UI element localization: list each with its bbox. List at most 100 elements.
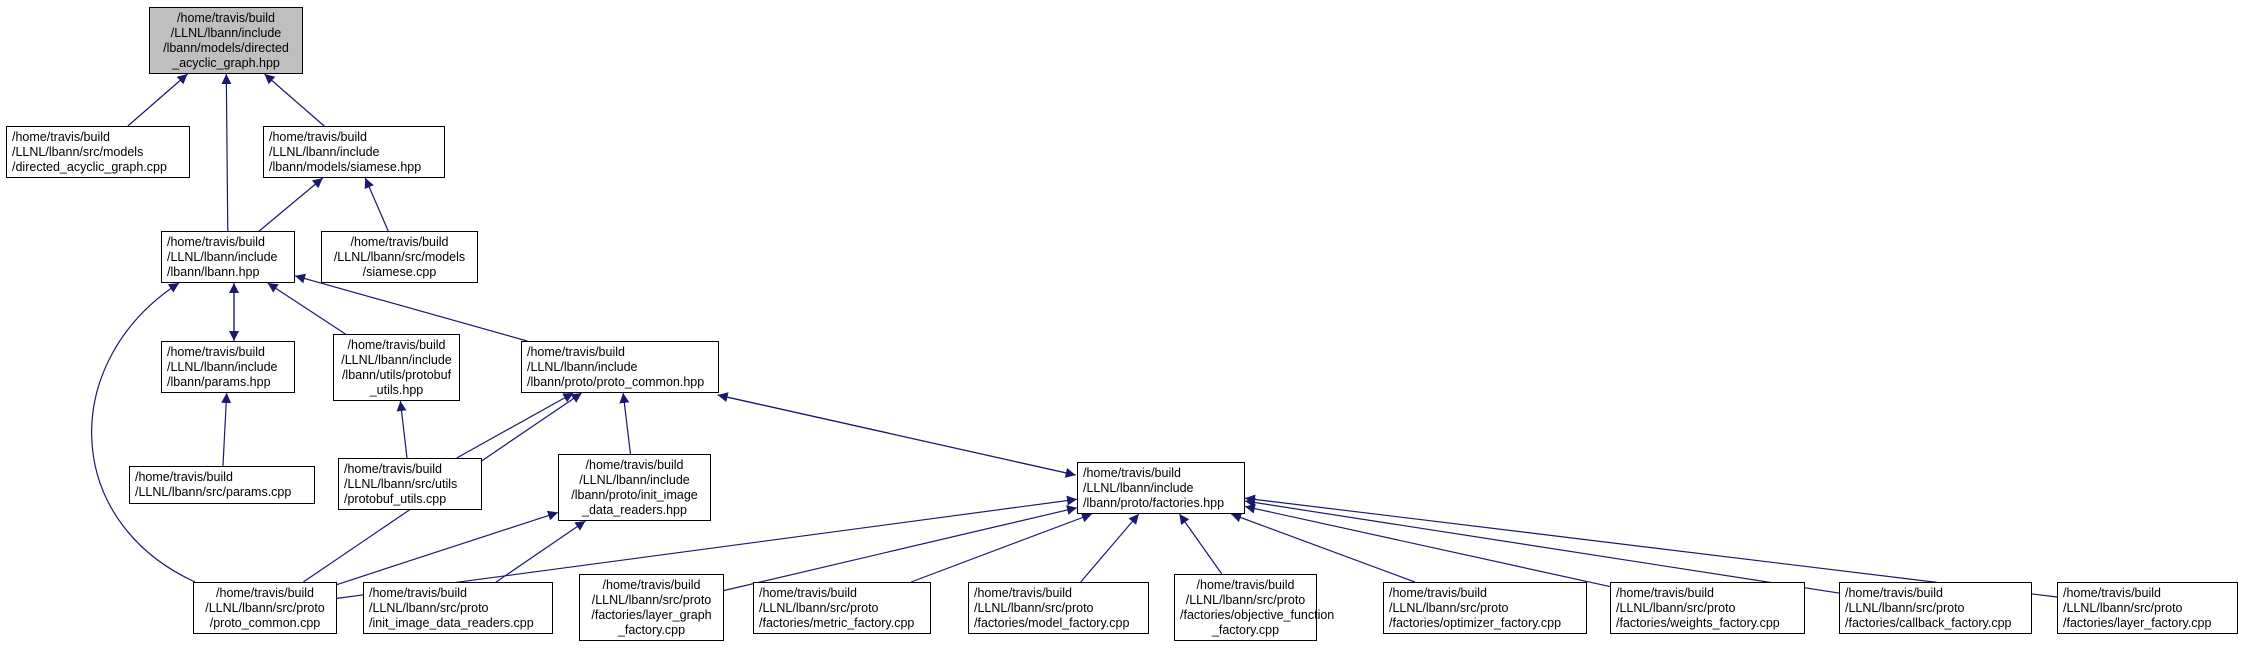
edge-objective-cpp-to-factories-hpp	[1178, 513, 1223, 575]
node-line: /siamese.cpp	[362, 265, 437, 279]
node-line: /home/travis/build	[1389, 586, 1487, 600]
node-line: /LLNL/lbann/src/proto	[1616, 601, 1736, 615]
node-params-cpp[interactable]: /home/travis/build /LLNL/lbann/src/param…	[129, 466, 315, 504]
node-line: /home/travis/build	[1845, 586, 1943, 600]
edge-params-cpp-to-params-hpp	[221, 392, 232, 467]
node-siamese-cpp[interactable]: /home/travis/build /LLNL/lbann/src/model…	[321, 231, 478, 283]
node-params-hpp[interactable]: /home/travis/build /LLNL/lbann/include /…	[161, 341, 295, 393]
node-line: /home/travis/build	[177, 11, 275, 25]
node-layer-factory-cpp[interactable]: /home/travis/build /LLNL/lbann/src/proto…	[2057, 582, 2238, 634]
edge-init-image-cpp-to-init-image-hpp	[495, 520, 586, 583]
node-callback-factory-cpp[interactable]: /home/travis/build /LLNL/lbann/src/proto…	[1839, 582, 2032, 634]
edge-protobuf-utils-hpp-to-lbann-hpp	[267, 282, 346, 335]
node-line: /home/travis/build	[12, 130, 110, 144]
node-line: /home/travis/build	[2063, 586, 2161, 600]
node-optimizer-factory-cpp[interactable]: /home/travis/build /LLNL/lbann/src/proto…	[1383, 582, 1587, 634]
node-line: /home/travis/build	[269, 130, 367, 144]
node-line: /LLNL/lbann/include	[167, 360, 278, 374]
node-line: /lbann/models/directed	[163, 41, 289, 55]
edge-lbann-hpp-to-dag-hpp	[221, 73, 232, 232]
node-line: /home/travis/build	[527, 345, 625, 359]
node-line: /home/travis/build	[135, 470, 233, 484]
node-proto-common-hpp[interactable]: /home/travis/build /LLNL/lbann/include /…	[521, 341, 719, 393]
node-model-factory-cpp[interactable]: /home/travis/build /LLNL/lbann/src/proto…	[968, 582, 1149, 634]
node-init-image-data-readers-cpp[interactable]: /home/travis/build /LLNL/lbann/src/proto…	[363, 582, 553, 634]
node-siamese-hpp[interactable]: /home/travis/build /LLNL/lbann/include /…	[263, 126, 445, 178]
edge-lbann-hpp-to-siamese-hpp	[258, 177, 324, 232]
node-line: /factories/objective_function	[1180, 608, 1335, 622]
edge-layer-graph-cpp-to-factories-hpp	[723, 505, 1078, 592]
node-line: /LLNL/lbann/src/models	[12, 145, 144, 159]
node-weights-factory-cpp[interactable]: /home/travis/build /LLNL/lbann/src/proto…	[1610, 582, 1805, 634]
edge-init-image-hpp-to-proto-common-hpp	[619, 392, 632, 455]
node-line: _utils.hpp	[369, 383, 424, 397]
node-line: /LLNL/lbann/src/proto	[2063, 601, 2183, 615]
node-init-image-data-readers-hpp[interactable]: /home/travis/build /LLNL/lbann/include /…	[558, 454, 711, 521]
edge-weights-cpp-to-factories-hpp	[1244, 503, 1611, 588]
node-line: /home/travis/build	[347, 338, 446, 352]
node-line: /LLNL/lbann/include	[1083, 481, 1194, 495]
node-line: /LLNL/lbann/include	[579, 473, 690, 487]
node-line: /init_image_data_readers.cpp	[369, 616, 534, 630]
node-protobuf-utils-hpp[interactable]: /home/travis/build /LLNL/lbann/include /…	[333, 334, 460, 401]
edge-callback-cpp-to-factories-hpp	[1244, 497, 1840, 594]
edge-optimizer-cpp-to-factories-hpp	[1230, 512, 1416, 583]
edge-metric-cpp-to-factories-hpp	[910, 512, 1093, 583]
edge-proto-common-cpp-to-factories-hpp	[336, 495, 1078, 599]
node-line: /home/travis/build	[1083, 466, 1181, 480]
edge-model-cpp-to-factories-hpp	[1080, 513, 1140, 583]
node-line: /factories/callback_factory.cpp	[1845, 616, 2012, 630]
node-line: /lbann/proto/factories.hpp	[1083, 496, 1225, 510]
node-line: /proto_common.cpp	[209, 616, 321, 630]
node-directed-acyclic-graph-cpp[interactable]: /home/travis/build /LLNL/lbann/src/model…	[6, 126, 190, 178]
node-line: /home/travis/build	[350, 235, 449, 249]
node-line: /home/travis/build	[344, 462, 442, 476]
node-line: /factories/layer_factory.cpp	[2063, 616, 2212, 630]
node-line: /lbann/proto/proto_common.hpp	[527, 375, 705, 389]
edge-proto-common-hpp-to-factories-hpp	[717, 394, 1076, 478]
node-line: /lbann/params.hpp	[167, 375, 271, 389]
node-line: /factories/model_factory.cpp	[974, 616, 1130, 630]
node-line: /factories/optimizer_factory.cpp	[1389, 616, 1562, 630]
node-line: /LLNL/lbann/src/proto	[1185, 593, 1306, 607]
node-protobuf-utils-cpp[interactable]: /home/travis/build /LLNL/lbann/src/utils…	[338, 458, 482, 510]
node-proto-common-cpp[interactable]: /home/travis/build /LLNL/lbann/src/proto…	[193, 582, 337, 634]
node-line: /LLNL/lbann/src/proto	[1389, 601, 1509, 615]
edge-protobuf-utils-cpp-to-proto-common-hpp	[456, 392, 574, 459]
node-line: /LLNL/lbann/src/params.cpp	[135, 485, 292, 499]
node-line: /lbann/utils/protobuf	[341, 368, 452, 382]
node-line: _acyclic_graph.hpp	[172, 56, 280, 70]
node-factories-hpp[interactable]: /home/travis/build /LLNL/lbann/include /…	[1077, 462, 1245, 514]
node-line: /protobuf_utils.cpp	[344, 492, 447, 506]
node-line: /directed_acyclic_graph.cpp	[12, 160, 167, 174]
node-line: /home/travis/build	[216, 586, 314, 600]
node-metric-factory-cpp[interactable]: /home/travis/build /LLNL/lbann/src/proto…	[753, 582, 931, 634]
node-line: /LLNL/lbann/src/proto	[369, 601, 489, 615]
node-layer-graph-factory-cpp[interactable]: /home/travis/build /LLNL/lbann/src/proto…	[579, 574, 724, 641]
node-line: /factories/metric_factory.cpp	[759, 616, 915, 630]
node-line: /home/travis/build	[1196, 578, 1295, 592]
node-line: _data_readers.hpp	[582, 503, 687, 517]
edge-protobuf-utils-cpp-to-protobuf-utils-hpp	[396, 400, 408, 459]
node-line: /LLNL/lbann/src/proto	[974, 601, 1094, 615]
node-objective-function-factory-cpp[interactable]: /home/travis/build /LLNL/lbann/src/proto…	[1174, 574, 1335, 641]
node-line: /LLNL/lbann/include	[269, 145, 380, 159]
node-line: /factories/weights_factory.cpp	[1616, 616, 1780, 630]
edge-siamese-hpp-to-dag-hpp	[264, 73, 325, 127]
node-line: /LLNL/lbann/include	[527, 360, 638, 374]
node-line: /LLNL/lbann/src/utils	[344, 477, 458, 491]
node-directed-acyclic-graph-hpp[interactable]: /home/travis/build /LLNL/lbann/include /…	[149, 7, 303, 74]
node-lbann-hpp[interactable]: /home/travis/build /LLNL/lbann/include /…	[161, 231, 295, 283]
node-line: /LLNL/lbann/src/proto	[1845, 601, 1965, 615]
node-line: /LLNL/lbann/src/models	[333, 250, 466, 264]
node-line: /lbann/models/siamese.hpp	[269, 160, 422, 174]
node-line: /LLNL/lbann/include	[341, 353, 452, 367]
node-line: /home/travis/build	[167, 345, 265, 359]
node-line: /LLNL/lbann/include	[170, 26, 282, 40]
node-line: /home/travis/build	[759, 586, 857, 600]
node-line: /LLNL/lbann/src/proto	[759, 601, 879, 615]
edge-dag-cpp-to-dag-hpp	[127, 73, 188, 127]
edge-proto-common-hpp-to-lbann-hpp	[294, 273, 528, 342]
